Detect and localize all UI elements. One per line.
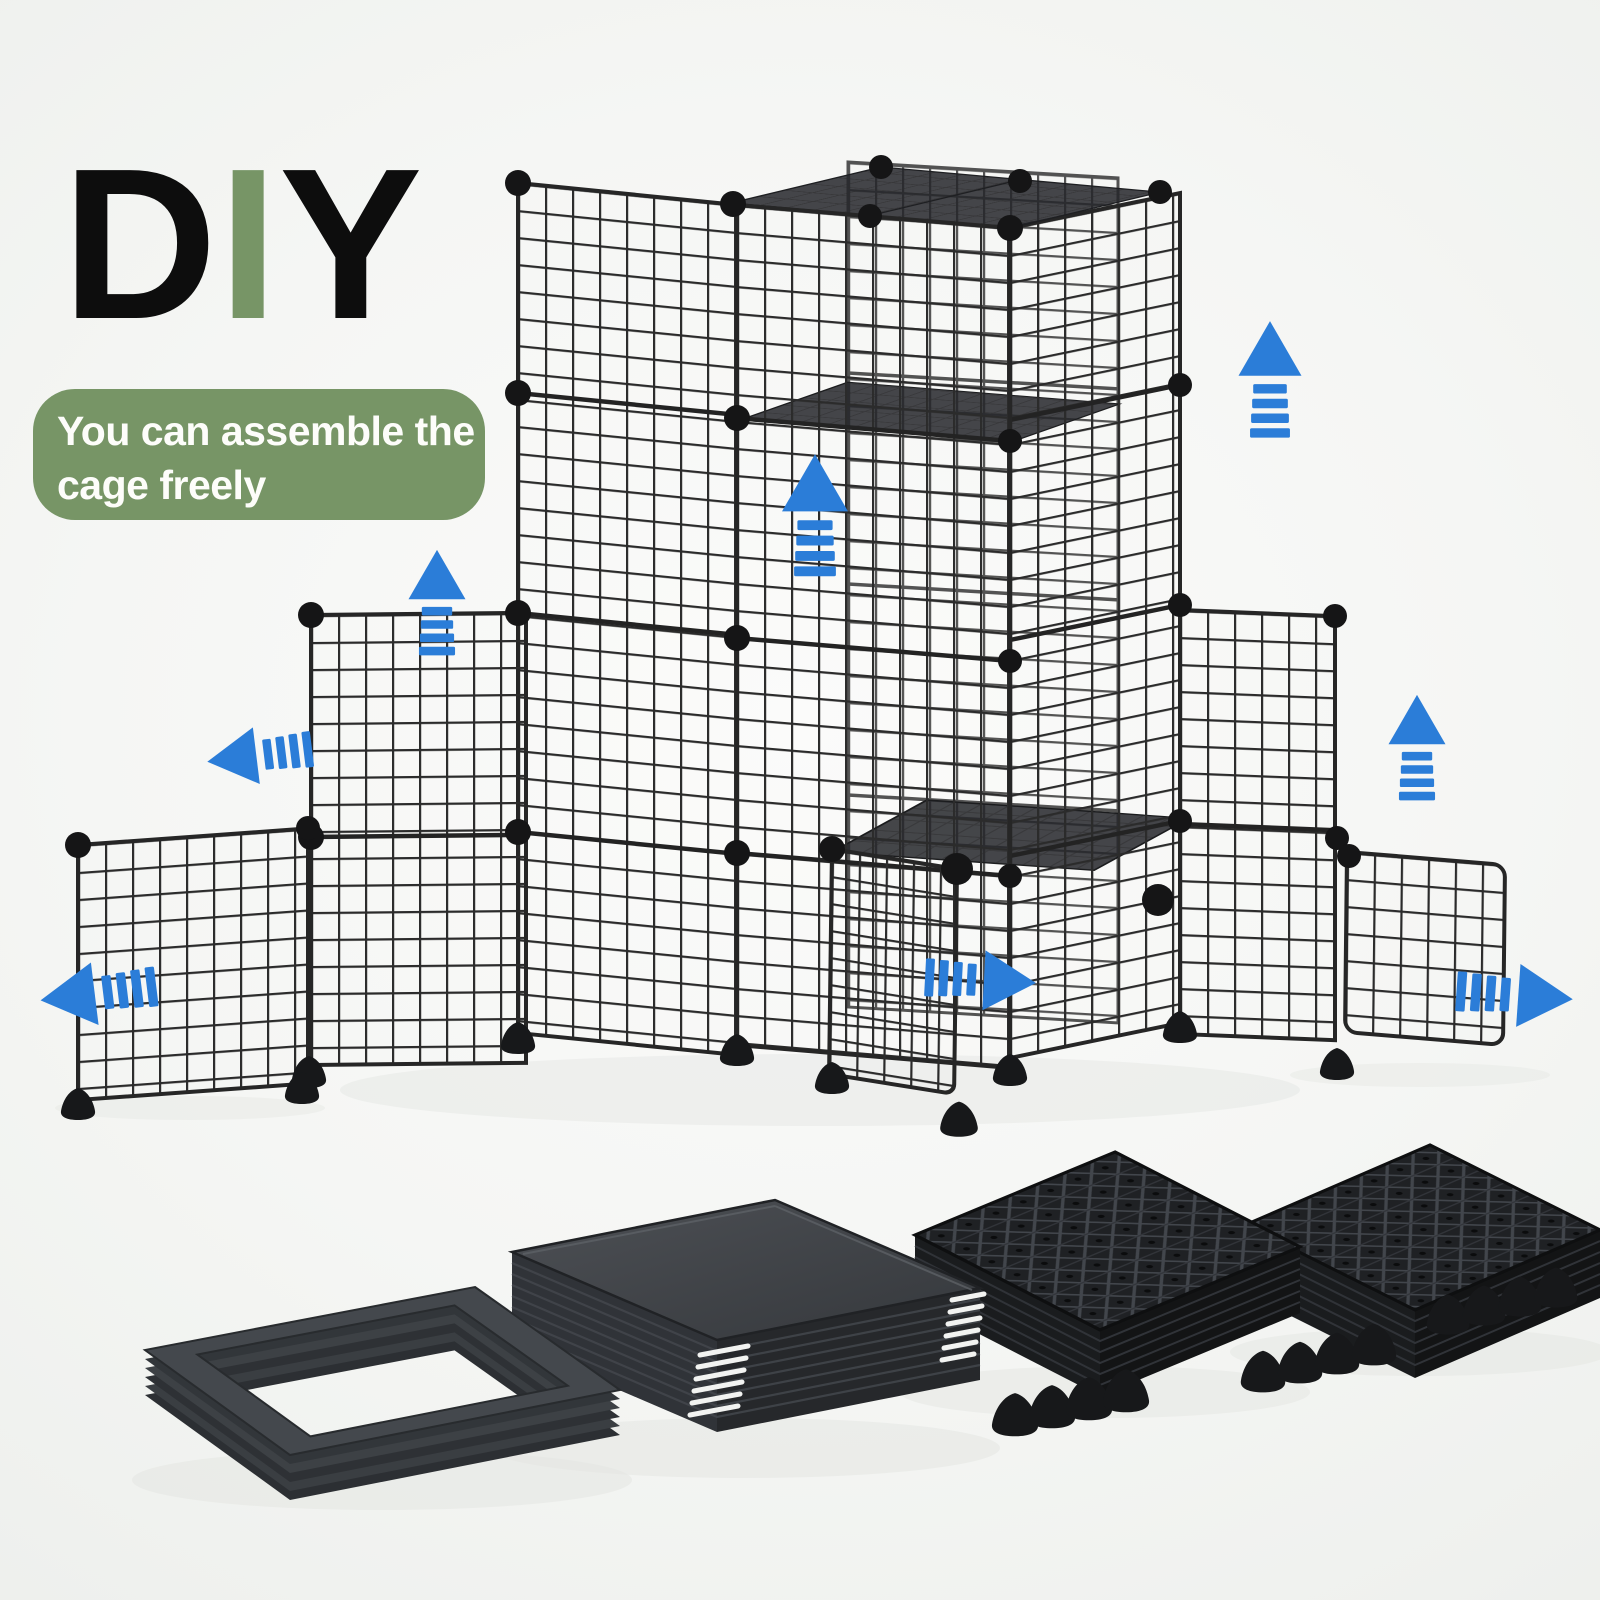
right-wing-panel — [1177, 607, 1338, 1043]
callout-line-2: cage freely — [57, 462, 266, 509]
left-wing-panel — [308, 610, 529, 1068]
up-arrow-icon — [1388, 694, 1446, 801]
left-arrow-icon — [203, 720, 316, 791]
page-title: DIY — [62, 136, 423, 351]
lattice-mat-stack-left — [911, 1150, 1304, 1396]
far-left-wing-panel — [76, 826, 310, 1103]
up-arrow-icon — [1238, 321, 1302, 438]
title-letter-i: I — [218, 123, 280, 364]
far-right-door-panel — [1343, 850, 1507, 1047]
solid-panel-stack — [507, 1198, 987, 1432]
title-letter-d: D — [62, 123, 219, 364]
callout-line-1: You can assemble the — [57, 408, 475, 454]
front-door-panel — [827, 848, 959, 1095]
callout-bubble: You can assemble the cage freely — [33, 389, 485, 520]
title-letter-y: Y — [279, 123, 424, 364]
left-wall-panels — [515, 180, 740, 1058]
ball-connectors — [65, 155, 1361, 916]
tower-right-face-panels — [1007, 190, 1183, 1061]
